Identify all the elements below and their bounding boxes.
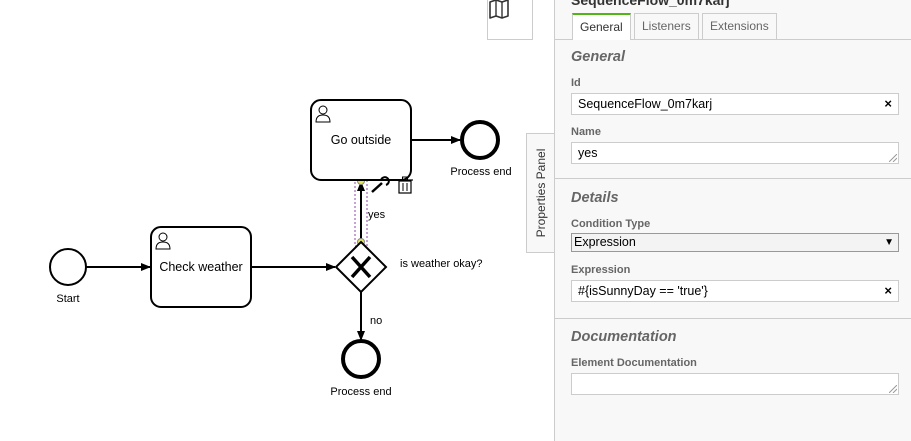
tab-extensions[interactable]: Extensions — [702, 13, 777, 39]
properties-panel-toggle[interactable]: Properties Panel — [526, 133, 554, 253]
clear-icon[interactable]: × — [884, 283, 892, 298]
section-details-heading: Details — [571, 190, 619, 206]
gateway-x-icon — [350, 255, 372, 279]
diagram-svg: Start Check weather Go outside is weathe… — [49, 99, 512, 398]
clear-icon[interactable]: × — [884, 96, 892, 111]
condition-type-label: Condition Type — [571, 218, 651, 230]
expression-value: #{isSunnyDay == 'true'} — [578, 284, 708, 298]
task-go-outside[interactable] — [310, 99, 412, 181]
resize-grip-icon[interactable] — [889, 154, 897, 162]
flow-no-label: no — [370, 315, 382, 327]
minimap-toggle-button[interactable] — [487, 0, 533, 40]
expression-label: Expression — [571, 264, 631, 276]
id-value: SequenceFlow_0m7karj — [578, 97, 713, 111]
element-documentation-label: Element Documentation — [571, 357, 697, 369]
gateway-label: is weather okay? — [400, 258, 483, 270]
tab-bar: General Listeners Extensions — [555, 11, 911, 40]
wrench-icon[interactable] — [371, 176, 390, 193]
start-label: Start — [56, 293, 79, 305]
section-divider — [555, 178, 911, 179]
task-go-outside-label: Go outside — [331, 133, 392, 147]
id-label: Id — [571, 77, 581, 89]
tab-listeners[interactable]: Listeners — [634, 13, 699, 39]
end-top-label: Process end — [450, 166, 511, 178]
task-check-weather-label: Check weather — [159, 260, 242, 274]
end-event-bottom[interactable] — [341, 339, 381, 379]
map-icon — [489, 0, 509, 19]
chevron-down-icon: ▼ — [884, 237, 894, 248]
task-check-weather[interactable] — [150, 226, 252, 308]
section-documentation-heading: Documentation — [571, 329, 677, 345]
properties-panel: SequenceFlow_0m7karj General Listeners E… — [554, 0, 911, 441]
end-event-top[interactable] — [460, 120, 500, 160]
section-general-heading: General — [571, 49, 625, 65]
name-value: yes — [578, 146, 598, 160]
resize-grip-icon[interactable] — [889, 385, 897, 393]
id-field[interactable]: SequenceFlow_0m7karj × — [571, 93, 899, 115]
element-documentation-textarea[interactable] — [571, 373, 899, 395]
start-event[interactable] — [49, 248, 87, 286]
tab-general[interactable]: General — [572, 13, 631, 40]
user-icon — [315, 105, 331, 123]
trash-icon[interactable] — [397, 176, 413, 194]
bpmn-canvas[interactable]: Start Check weather Go outside is weathe… — [0, 0, 555, 441]
end-bottom-label: Process end — [330, 386, 391, 398]
properties-panel-toggle-label: Properties Panel — [533, 148, 548, 238]
name-label: Name — [571, 126, 601, 138]
name-textarea[interactable]: yes — [571, 142, 899, 164]
condition-type-select[interactable]: Expression ▼ — [571, 233, 899, 252]
section-divider — [555, 318, 911, 319]
user-icon — [155, 232, 171, 250]
panel-title: SequenceFlow_0m7karj — [571, 0, 730, 8]
flow-yes-label: yes — [368, 209, 386, 221]
expression-field[interactable]: #{isSunnyDay == 'true'} × — [571, 280, 899, 302]
condition-type-value: Expression — [574, 235, 636, 249]
